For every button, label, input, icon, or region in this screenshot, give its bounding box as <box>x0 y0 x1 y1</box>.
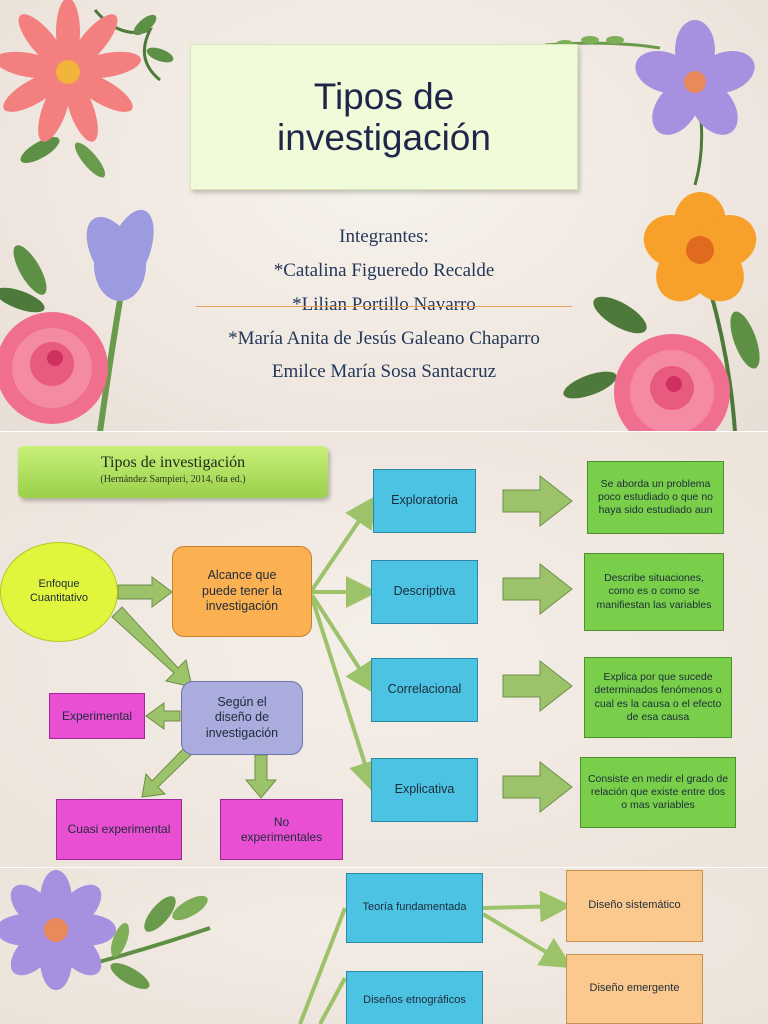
cuasi-experimental-node: Cuasi experimental <box>56 799 182 860</box>
pink-rose-icon <box>0 312 108 424</box>
orange-flower-icon <box>563 192 760 432</box>
banner-title: Tipos de investigación <box>100 454 246 471</box>
diagram-slide: Tipos de investigación (Hernández Sampie… <box>0 432 768 868</box>
no-experimentales-node: No experimentales <box>220 799 343 860</box>
title-slide: Tipos de investigación Integrantes: *Cat… <box>0 0 768 432</box>
connector-layer <box>111 474 573 814</box>
banner-subtitle: (Hernández Sampieri, 2014, 6ta ed.) <box>100 474 246 485</box>
desc-node-descriptiva: Describe situaciones, como es o como se … <box>584 553 724 631</box>
block-arrows <box>111 474 573 814</box>
integrantes-label: Integrantes: <box>339 226 429 247</box>
purple-flower-bottom-icon <box>0 870 211 990</box>
desc-node-explicativa: Consiste en medir el grado de relación q… <box>580 757 736 828</box>
diseno-sistematico-node: Diseño sistemático <box>566 870 703 942</box>
type-node-correlacional: Correlacional <box>371 658 478 722</box>
diseno-emergente-node: Diseño emergente <box>566 954 703 1024</box>
experimental-node: Experimental <box>49 693 145 739</box>
type-node-descriptiva: Descriptiva <box>371 560 478 624</box>
branch-lines <box>310 495 380 794</box>
diagram-banner: Tipos de investigación (Hernández Sampie… <box>18 446 328 498</box>
segun-diseno-node: Según el diseño de investigación <box>181 681 303 755</box>
type-node-exploratoria: Exploratoria <box>373 469 476 533</box>
teoria-fundamentada-node: Teoría fundamentada <box>346 873 483 943</box>
desc-node-correlacional: Explica por que sucede determinados fenó… <box>584 657 732 738</box>
pink-rose-right-icon <box>614 334 730 432</box>
member-2: *Lilian Portillo Navarro <box>292 294 476 315</box>
alcance-node: Alcance que puede tener la investigación <box>172 546 312 637</box>
diagram-slide-continued: Teoría fundamentada Diseños etnográficos… <box>0 868 768 1024</box>
member-3: *María Anita de Jesús Galeano Chaparro <box>228 328 540 349</box>
enfoque-cuantitativo-node: Enfoque Cuantitativo <box>0 542 118 642</box>
title-box: Tipos de investigación <box>190 44 578 190</box>
disenos-etnograficos-node: Diseños etnográficos <box>346 971 483 1024</box>
pink-flower-icon <box>0 0 174 178</box>
purple-flower-icon <box>544 20 755 186</box>
flower-and-connectors <box>0 870 573 1024</box>
divider-line <box>196 306 572 307</box>
page-title: Tipos de investigación <box>277 75 491 158</box>
member-1: *Catalina Figueredo Recalde <box>273 260 495 281</box>
desc-node-exploratoria: Se aborda un problema poco estudiado o q… <box>587 461 724 534</box>
flower-decorations <box>0 0 760 432</box>
type-node-explicativa: Explicativa <box>371 758 478 822</box>
member-4: Emilce María Sosa Santacruz <box>271 361 497 382</box>
connector-lines <box>298 890 573 1024</box>
lavender-flower-icon <box>0 209 154 432</box>
